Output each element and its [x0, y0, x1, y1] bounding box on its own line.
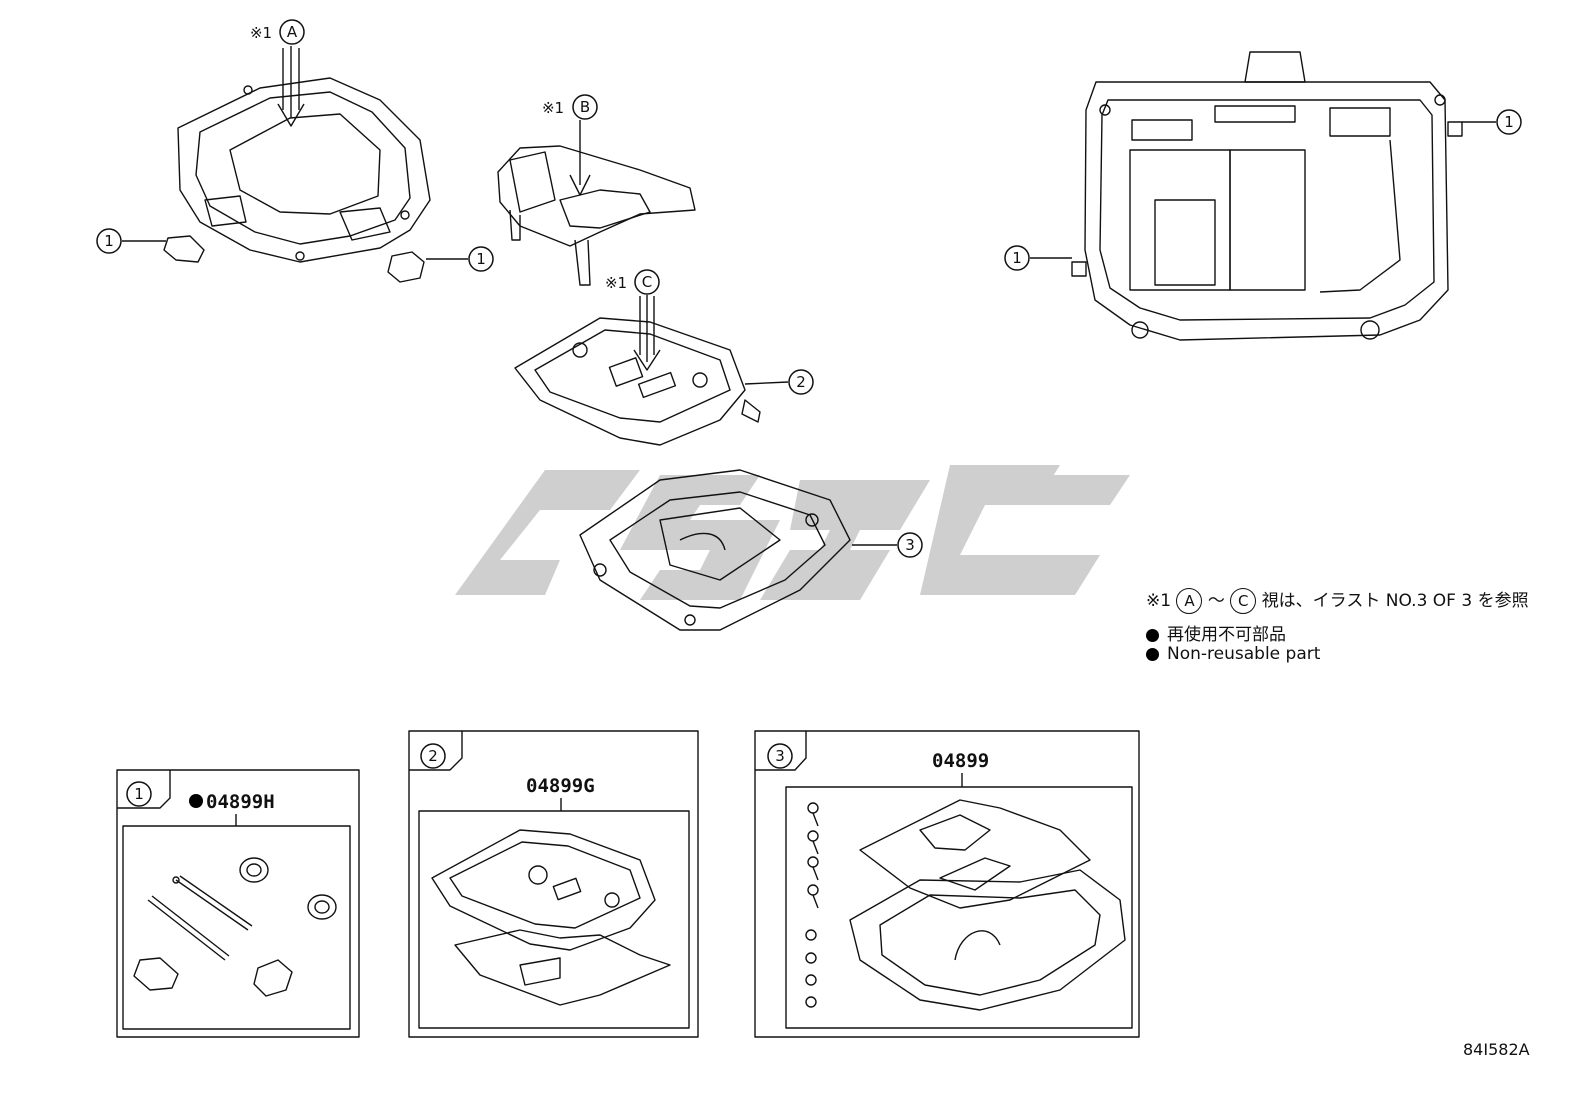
seal-plug-left — [163, 235, 205, 263]
drawing-code: 84I582A — [1463, 1040, 1530, 1059]
kit2-part-number: 04899G — [526, 775, 595, 797]
ref-to-circle: C — [1230, 588, 1257, 614]
item3-callout — [897, 532, 923, 558]
kit-box-3 — [754, 730, 1140, 1038]
nonreusable-jp-legend: 再使用不可部品 — [1146, 620, 1286, 645]
view-c-prefix: ※1 — [605, 274, 627, 292]
kit3-index-circle — [767, 743, 793, 769]
nonreusable-jp: 再使用不可部品 — [1167, 625, 1286, 645]
nonreusable-en-legend: Non-reusable part — [1146, 644, 1320, 664]
view-a-arrow — [277, 46, 305, 127]
item2-callout — [788, 369, 814, 395]
kit1-index-circle — [126, 781, 152, 807]
view-a-prefix: ※1 — [250, 24, 272, 42]
kit1-index: 1 — [134, 785, 144, 803]
kit-box-2 — [408, 730, 699, 1038]
control-board-item2 — [514, 317, 761, 446]
ref-text: 視は、イラスト NO.3 OF 3 を参照 — [1261, 591, 1529, 611]
item1-callout-right-num: 1 — [476, 250, 486, 268]
kit3-bolts — [805, 802, 819, 1008]
item1-callout-mid-right — [1004, 245, 1030, 271]
item1-callout-right — [468, 246, 494, 272]
kit1-pin-a — [172, 876, 180, 884]
view-a-letter-circle — [279, 19, 305, 45]
item1-callout-left-num: 1 — [104, 232, 114, 250]
view-b-letter: B — [580, 98, 590, 116]
inverter-case-frame-item3 — [579, 469, 851, 631]
view-reference-note: ※1 A ～ C 視は、イラスト NO.3 OF 3 を参照 — [1146, 586, 1529, 614]
control-board-bracket — [497, 145, 696, 286]
kit2-index-circle — [420, 743, 446, 769]
inverter-upper-cover — [177, 77, 431, 263]
view-b-letter-circle — [572, 94, 598, 120]
ref-tilde: ～ — [1207, 591, 1225, 611]
item1-callout-mid-right-num: 1 — [1012, 249, 1022, 267]
view-c-arrow — [633, 295, 661, 371]
item1-callout-left — [96, 228, 122, 254]
watermark-logo — [455, 465, 1130, 600]
bullet-icon — [1146, 628, 1159, 642]
kit1-part-number: 04899H — [206, 791, 275, 813]
kit3-index: 3 — [775, 747, 785, 765]
inverter-assembly-top-view — [1030, 51, 1496, 341]
kit-box-1 — [116, 769, 360, 1038]
view-c-letter-circle — [634, 269, 660, 295]
item3-callout-num: 3 — [905, 536, 915, 554]
nonreusable-en: Non-reusable part — [1167, 644, 1321, 664]
kit1-nonreusable-dot — [189, 794, 203, 808]
ref-from-circle: A — [1176, 588, 1203, 614]
view-b-arrow — [569, 120, 591, 196]
item2-callout-num: 2 — [796, 373, 806, 391]
kit2-index: 2 — [428, 747, 438, 765]
view-a-letter: A — [287, 23, 298, 41]
ref-to: C — [1238, 592, 1249, 610]
bullet-icon — [1146, 647, 1159, 661]
item1-callout-top-right-num: 1 — [1504, 113, 1514, 131]
kit3-part-number: 04899 — [932, 750, 989, 772]
ref-from: A — [1184, 592, 1195, 610]
view-b-prefix: ※1 — [542, 99, 564, 117]
view-c-letter: C — [642, 273, 652, 291]
ref-prefix: ※1 — [1146, 591, 1172, 611]
item1-callout-top-right — [1496, 109, 1522, 135]
seal-plug-right — [387, 251, 425, 283]
